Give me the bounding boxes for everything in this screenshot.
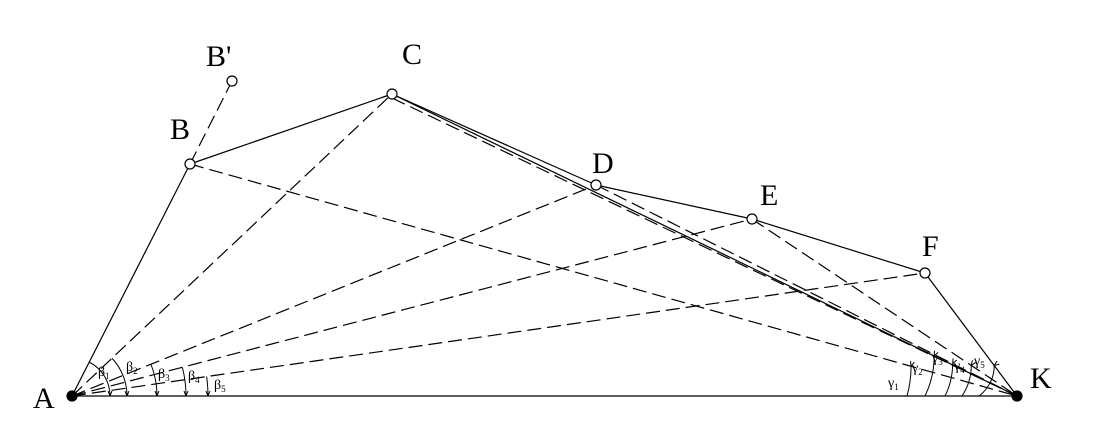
angle-subscript: 5 [980, 360, 985, 370]
dashed-edge-D-K [595, 184, 1018, 397]
angle-greek: γ [953, 359, 960, 374]
angle-label-beta-3: β3 [158, 367, 170, 383]
angle-label-gamma-5: γ5 [973, 354, 985, 370]
angle-arc-beta-4-arrowhead [183, 390, 189, 397]
angle-label-beta-4: β4 [188, 369, 200, 385]
edge-C-D [391, 93, 597, 186]
angle-label-gamma-3: γ3 [931, 351, 943, 367]
edge-E-F [751, 218, 926, 274]
angle-subscript: 4 [195, 375, 200, 385]
angle-label-beta-1: β1 [98, 365, 110, 381]
angle-greek: β [188, 369, 195, 384]
edge-D-E [595, 184, 753, 220]
nodes-layer [66, 75, 1023, 402]
angle-label-gamma-4: γ4 [953, 359, 965, 375]
dashed-edge-A-C [71, 93, 393, 397]
angle-arc-beta-3 [150, 364, 158, 397]
node-B [184, 158, 196, 170]
angle-label-gamma-1: γ1 [887, 376, 899, 392]
node-C [386, 88, 398, 100]
angle-arc-gamma-3 [944, 363, 954, 397]
point-label-F: F [922, 230, 939, 263]
angle-arc-gamma-5 [978, 365, 995, 397]
angle-arc-beta-5-arrowhead [205, 390, 211, 397]
point-label-C: C [402, 38, 422, 71]
angle-greek: γ [911, 361, 918, 376]
angle-greek: β [126, 360, 133, 375]
dashed-edge-C-K [391, 97, 1018, 397]
angle-greek: β [158, 367, 165, 382]
angle-arc-beta-1 [89, 361, 111, 397]
dashed-edge-A-D [71, 184, 597, 397]
angle-label-beta-2: β2 [126, 360, 138, 376]
angle-greek: β [98, 365, 105, 380]
angle-arc-beta-1-arrowhead [107, 390, 113, 397]
dashed-edge-A-F [71, 272, 926, 397]
angle-greek: β [214, 378, 221, 393]
angle-greek: γ [973, 354, 980, 369]
point-label-A: A [33, 382, 55, 415]
dashed-edge-A-E [71, 218, 753, 397]
angle-greek: γ [931, 351, 938, 366]
edges-layer [71, 80, 1018, 397]
angle-arc-gamma-5-arrowhead [993, 360, 1000, 367]
angle-greek: γ [887, 376, 894, 391]
dashed-edge-B-B1 [189, 80, 233, 165]
node-E [746, 213, 758, 225]
edge-B-C [189, 93, 393, 165]
point-label-D: D [592, 147, 614, 180]
point-label-K: K [1030, 362, 1052, 395]
point-label-B1: B' [206, 40, 231, 73]
angle-arc-gamma-4-arrowhead [970, 360, 976, 366]
angle-arc-gamma-2-arrowhead [933, 350, 939, 357]
angle-arc-gamma-1-arrowhead [910, 360, 915, 367]
angle-subscript: 1 [105, 371, 110, 381]
angle-subscript: 5 [221, 384, 226, 394]
angle-arc-gamma-4 [961, 365, 972, 397]
angle-subscript: 3 [165, 373, 170, 383]
angle-arcs-layer [89, 350, 1000, 397]
angle-label-beta-5: β5 [214, 378, 226, 394]
node-D [590, 179, 602, 191]
node-K [1011, 390, 1023, 402]
angle-subscript: 1 [894, 382, 899, 392]
point-label-E: E [760, 179, 778, 212]
angle-label-gamma-2: γ2 [911, 361, 923, 377]
dashed-edge-B-K [189, 163, 1018, 397]
angle-arc-gamma-2 [924, 355, 935, 397]
point-label-B: B [170, 113, 190, 146]
edge-A-B [71, 163, 191, 397]
edge-F-K [924, 272, 1018, 397]
angle-arc-gamma-1 [906, 366, 912, 397]
angle-subscript: 2 [918, 367, 923, 377]
angle-arc-beta-3-arrowhead [154, 390, 160, 397]
node-B1 [226, 75, 238, 87]
angle-subscript: 2 [133, 366, 138, 376]
node-A [66, 390, 78, 402]
node-F [919, 267, 931, 279]
angle-subscript: 4 [960, 365, 965, 375]
dashed-edge-E-K [751, 218, 1018, 397]
angle-arc-beta-2 [111, 357, 128, 397]
angle-arc-beta-2-arrowhead [124, 390, 130, 397]
edge-C-K [391, 93, 1018, 397]
angle-subscript: 3 [938, 357, 943, 367]
angle-arc-gamma-3-arrowhead [952, 358, 957, 365]
